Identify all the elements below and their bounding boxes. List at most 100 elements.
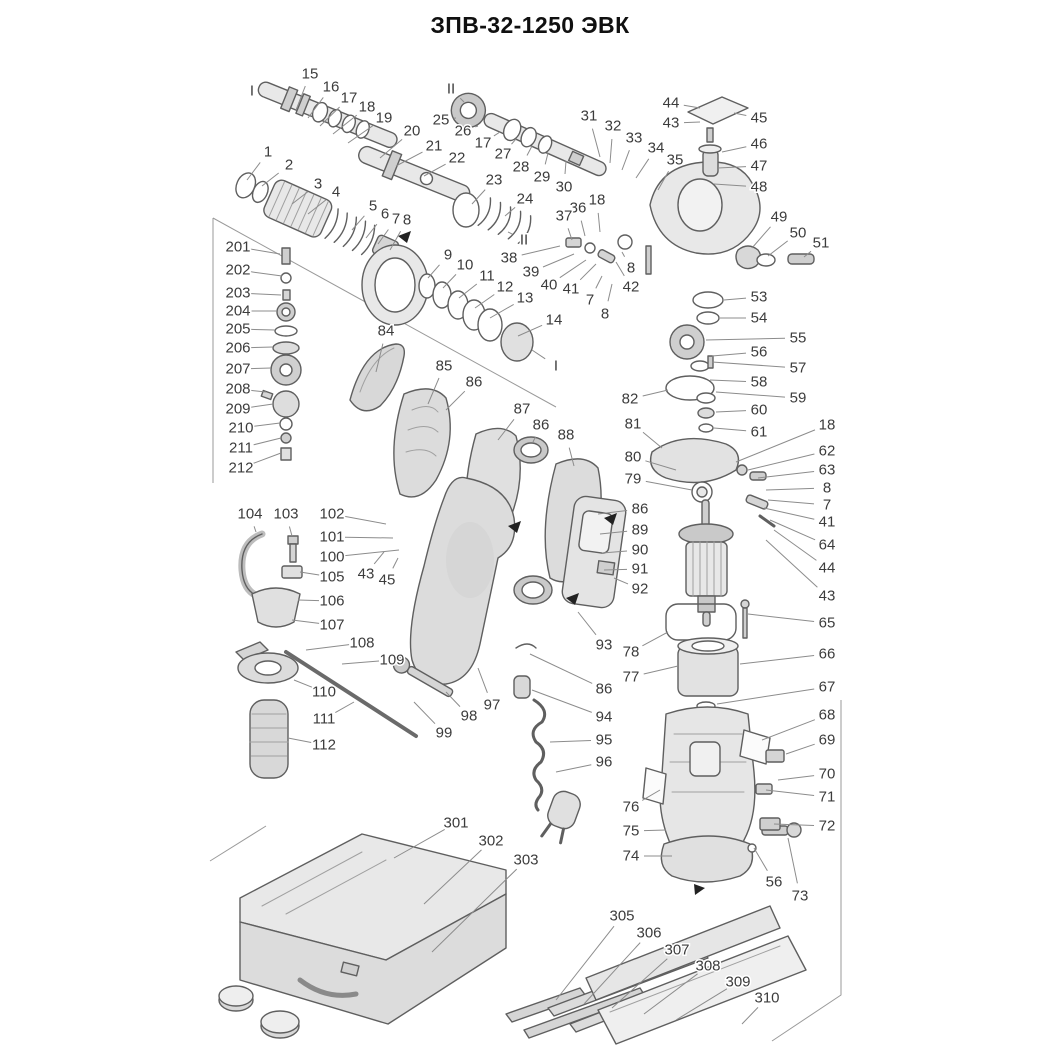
leader-line xyxy=(475,125,479,128)
leader-line xyxy=(344,515,387,525)
part-label: 207 xyxy=(225,361,250,378)
leader-line xyxy=(607,283,613,302)
leader-line xyxy=(250,271,283,277)
part-label: 38 xyxy=(501,250,518,267)
leader-line xyxy=(474,294,495,309)
part-label: 46 xyxy=(751,136,768,153)
part-label: 302 xyxy=(478,833,503,850)
rubber-rings xyxy=(513,436,553,605)
leader-line xyxy=(493,131,501,137)
part-label: 28 xyxy=(513,159,530,176)
part-label: 76 xyxy=(623,799,640,816)
part-label: 81 xyxy=(625,416,642,433)
part-label: 8 xyxy=(403,212,411,229)
part-label: 43 xyxy=(819,588,836,605)
leader-line xyxy=(288,526,293,537)
parts-column-200 xyxy=(260,247,302,461)
leader-line xyxy=(611,958,668,1009)
part-label: 98 xyxy=(461,708,478,725)
leader-line xyxy=(544,152,549,165)
part-label: 18 xyxy=(589,192,606,209)
part-label: 86 xyxy=(632,501,649,518)
part-label: 102 xyxy=(319,506,344,523)
part-label: 8 xyxy=(601,306,609,323)
part-label: 201 xyxy=(225,239,250,256)
part-label: 105 xyxy=(319,569,344,586)
part-label: 93 xyxy=(596,637,613,654)
part-label: 49 xyxy=(771,209,788,226)
side-handle xyxy=(235,530,303,779)
part-label: 37 xyxy=(556,208,573,225)
switch-module xyxy=(561,495,627,609)
leader-line xyxy=(250,328,276,331)
part-label: 8 xyxy=(627,260,635,277)
leader-line xyxy=(445,390,466,411)
leader-line xyxy=(299,571,320,576)
leader-line xyxy=(715,391,786,398)
clutch-parts xyxy=(735,245,815,270)
part-label: 92 xyxy=(632,581,649,598)
leader-line xyxy=(773,529,817,561)
leader-line xyxy=(597,212,601,233)
part-label: 15 xyxy=(302,66,319,83)
part-label: 111 xyxy=(313,711,336,728)
part-label: 86 xyxy=(533,417,550,434)
part-label: 18 xyxy=(819,417,836,434)
part-label: 96 xyxy=(596,754,613,771)
part-label: 64 xyxy=(819,537,836,554)
leader-line xyxy=(413,701,436,725)
part-label: 309 xyxy=(725,974,750,991)
leader-line xyxy=(423,849,482,905)
part-label: 72 xyxy=(819,818,836,835)
part-label: 43 xyxy=(663,115,680,132)
motor-housing xyxy=(659,706,756,870)
leader-line xyxy=(761,719,816,741)
part-label: 301 xyxy=(443,815,468,832)
leader-line xyxy=(351,215,365,231)
leader-line xyxy=(250,389,267,393)
leader-line xyxy=(579,263,597,281)
part-label: 27 xyxy=(495,146,512,163)
part-label: 8 xyxy=(823,480,831,497)
leader-line xyxy=(297,599,320,602)
part-label: 55 xyxy=(790,330,807,347)
part-label: 33 xyxy=(626,130,643,147)
part-label: 75 xyxy=(623,823,640,840)
part-label: 70 xyxy=(819,766,836,783)
leader-line xyxy=(365,223,378,239)
leader-line xyxy=(615,261,625,277)
leader-line xyxy=(599,530,628,535)
leader-line xyxy=(683,121,701,124)
part-label: 41 xyxy=(563,281,580,298)
leader-line xyxy=(344,549,400,557)
leader-line xyxy=(769,519,816,541)
depth-gauge-rod xyxy=(284,650,418,738)
leader-line xyxy=(765,789,815,796)
bearing-flange xyxy=(649,437,740,503)
brush-parts xyxy=(739,729,785,831)
leader-line xyxy=(423,163,446,177)
rear-handle xyxy=(409,476,516,685)
leader-line xyxy=(568,447,575,467)
power-cord xyxy=(513,643,581,845)
leader-line xyxy=(458,283,478,299)
leader-line xyxy=(564,160,567,175)
leader-line xyxy=(526,145,533,156)
leader-line xyxy=(287,737,312,743)
part-label: 43 xyxy=(358,566,375,583)
part-label: 69 xyxy=(819,732,836,749)
gear-stack xyxy=(665,291,724,433)
part-label: 86 xyxy=(596,681,613,698)
carrying-case xyxy=(218,833,507,1039)
leader-line xyxy=(532,436,536,443)
part-label: 104 xyxy=(237,506,262,523)
part-label: 11 xyxy=(479,268,495,285)
leader-line xyxy=(735,429,816,463)
leader-lines xyxy=(246,85,818,1025)
part-label: 57 xyxy=(790,360,807,377)
leader-line xyxy=(705,337,786,341)
part-label: 14 xyxy=(546,312,563,329)
leader-line xyxy=(427,264,440,279)
leader-line xyxy=(295,85,306,111)
